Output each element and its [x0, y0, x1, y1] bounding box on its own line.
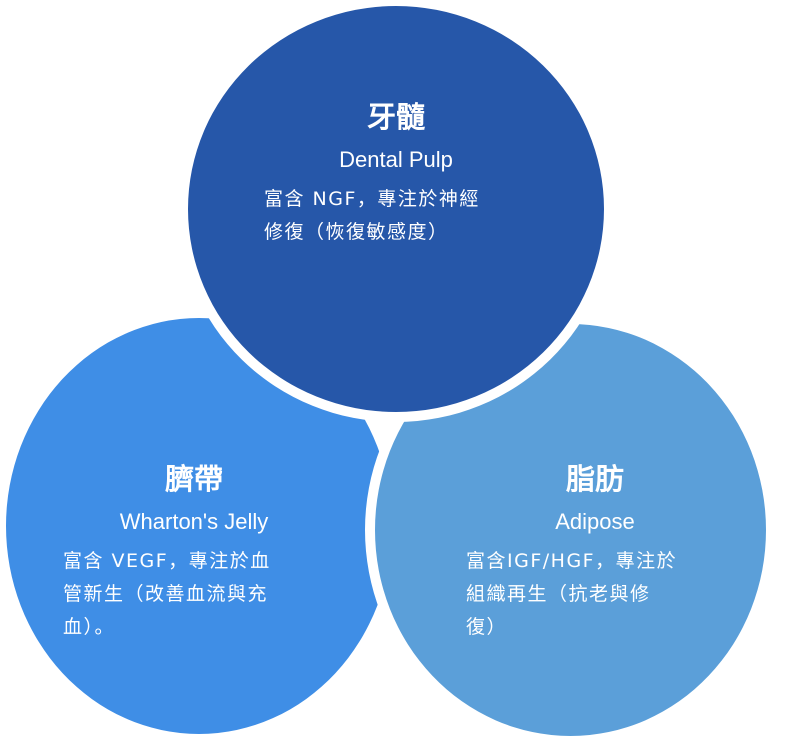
dental-pulp-circle — [178, 0, 614, 422]
dental-pulp-description: 富含 NGF，專注於神經 修復（恢復敏感度） — [264, 188, 480, 243]
adipose-description: 富含IGF/HGF，專注於 組織再生（抗老與修 復） — [466, 550, 678, 638]
umbilical-cord-description: 富含 VEGF，專注於血 管新生（改善血流與充 血）。 — [63, 550, 271, 638]
umbilical-cord-title: 臍帶 — [164, 462, 223, 496]
dental-pulp-title: 牙髓 — [366, 100, 425, 134]
adipose-subtitle: Adipose — [555, 509, 635, 534]
dental-pulp-subtitle: Dental Pulp — [339, 147, 453, 172]
umbilical-cord-subtitle: Wharton's Jelly — [119, 509, 269, 534]
adipose-title: 脂肪 — [565, 462, 624, 496]
